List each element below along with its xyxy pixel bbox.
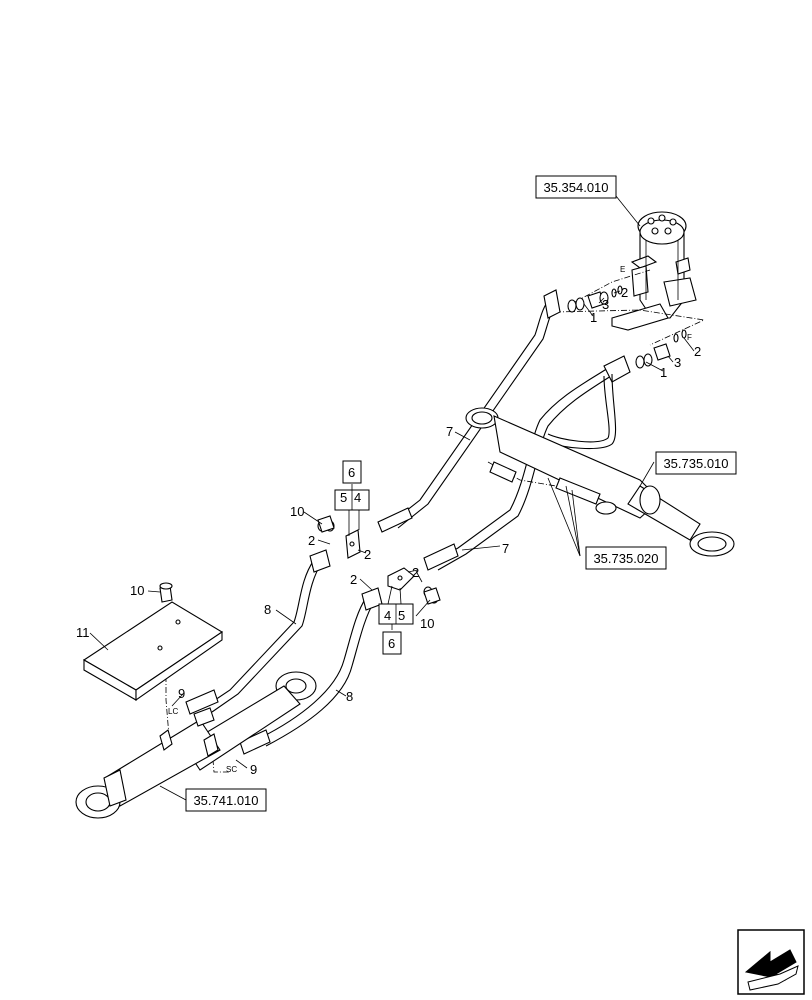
port-letter-sc: SC [226,765,237,774]
ref-box-boom-tubes[interactable]: 35.735.020 [585,546,667,570]
port-letter-lc: LC [168,707,178,716]
port-letters: E F LC SC [168,265,692,774]
callout-11: 11 [76,625,90,640]
callout-group-upper [334,460,370,511]
ref-box-boom-cylinder[interactable]: 35.735.010 [655,451,737,475]
hose-7-lower [423,355,631,571]
arm-cylinder [75,671,317,819]
protective-shield [82,601,224,702]
callout-6: 6 [348,465,355,480]
callout-10: 10 [290,504,304,519]
tube-fitting [489,461,601,505]
ref-box-boom-tubes-label: 35.735.020 [593,551,658,566]
callout-8: 8 [264,602,271,617]
ref-box-boom-cylinder-label: 35.735.010 [663,456,728,471]
hose-8-right [239,587,383,755]
callout-7: 7 [446,424,453,439]
back-arrow-icon[interactable] [737,929,805,995]
callout-10: 10 [420,616,434,631]
callout-5: 5 [340,490,347,505]
callout-4: 4 [384,608,391,623]
callout-2: 2 [308,533,315,548]
port-letter-e: E [620,265,625,274]
callout-2: 2 [350,572,357,587]
boom-cylinder [465,407,735,557]
callout-1: 1 [590,310,597,325]
ref-box-swivel-label: 35.354.010 [543,180,608,195]
swivel-joint [611,211,697,331]
callout-9: 9 [178,686,185,701]
callout-1: 1 [660,365,667,380]
ref-box-arm-cylinder-label: 35.741.010 [193,793,258,808]
callout-group-lower [378,603,414,655]
fitting-group-upper [567,285,687,369]
callout-numbers: 1 1 2 2 2 2 2 2 3 3 4 4 5 5 6 6 7 7 8 8 … [76,285,701,777]
callout-2: 2 [621,285,628,300]
callout-8: 8 [346,689,353,704]
bolt-11 [159,582,173,603]
callout-2: 2 [694,344,701,359]
ref-box-arm-cylinder[interactable]: 35.741.010 [185,788,267,812]
callout-4: 4 [354,490,361,505]
callout-2: 2 [412,565,419,580]
hose-7-upper [377,289,561,533]
callout-7: 7 [502,541,509,556]
callout-3: 3 [674,355,681,370]
callout-10: 10 [130,583,144,598]
callout-9: 9 [250,762,257,777]
callout-5: 5 [398,608,405,623]
callout-2: 2 [364,547,371,562]
callout-3: 3 [602,297,609,312]
port-letter-f: F [687,333,692,342]
callout-6: 6 [388,636,395,651]
ref-box-swivel[interactable]: 35.354.010 [535,175,617,199]
hose-8-left [185,549,331,715]
leader-lines [89,195,695,801]
